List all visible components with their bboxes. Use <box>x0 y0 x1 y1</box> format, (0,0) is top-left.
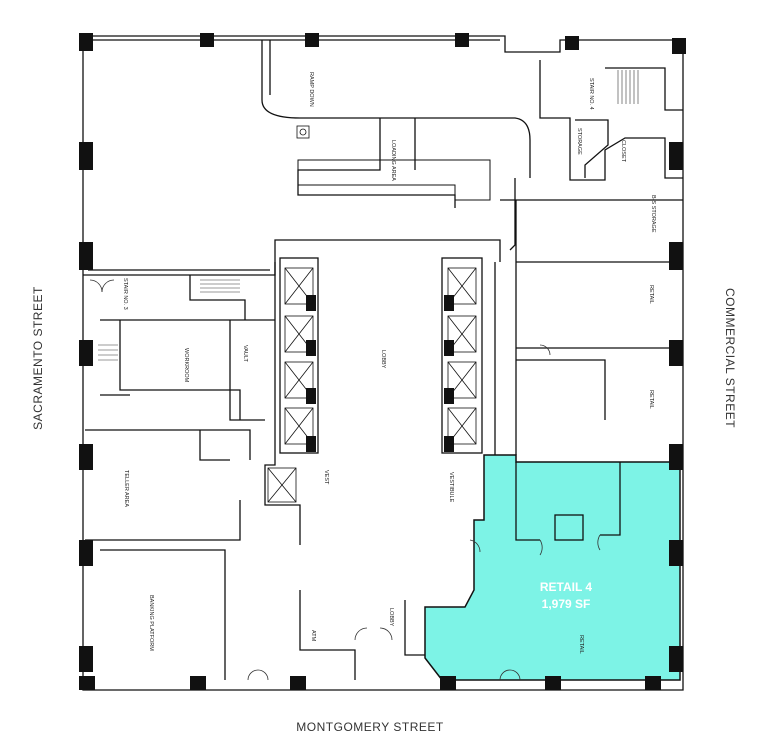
street-label-right: COMMERCIAL STREET <box>723 287 737 429</box>
room-storage: STORAGE <box>576 128 582 155</box>
retail-4-area-text: 1,979 SF <box>542 597 591 611</box>
room-vault: VAULT <box>242 345 248 363</box>
room-labels: RAMP DOWN STAIR NO. 4 STORAGE CLOSET LOA… <box>122 72 656 654</box>
street-label-bottom: MONTGOMERY STREET <box>296 720 444 734</box>
retail-4-name: RETAIL 4 <box>540 580 593 594</box>
retail-4-label: RETAIL 4 1,979 SF <box>540 580 593 611</box>
retail-4-area[interactable] <box>424 454 681 681</box>
room-banking: BANKING PLATFORM <box>148 595 154 651</box>
room-stair-3: STAIR NO. 3 <box>122 278 128 310</box>
room-retail-b: RETAIL <box>648 390 654 409</box>
room-lobby: LOBBY <box>380 350 386 369</box>
stair-treads <box>98 70 639 361</box>
room-closet: CLOSET <box>620 140 626 163</box>
room-atm: ATM <box>310 630 316 642</box>
room-vest: VEST <box>323 470 329 485</box>
room-loading: LOADING AREA <box>390 140 396 181</box>
street-label-left: SACRAMENTO STREET <box>31 286 45 430</box>
room-bs-storage: B-S STORAGE <box>650 195 656 233</box>
room-workroom: WORKROOM <box>183 348 189 383</box>
room-retail-a: RETAIL <box>648 285 654 304</box>
room-lobby-2: LOBBY <box>388 608 394 627</box>
accessibility-icon <box>296 125 310 139</box>
doors <box>89 279 601 681</box>
room-vestibule: VESTIBULE <box>448 472 454 503</box>
walls <box>82 35 684 691</box>
room-ramp: RAMP DOWN <box>308 72 314 107</box>
columns <box>79 33 686 690</box>
room-stair-4: STAIR NO. 4 <box>588 78 594 110</box>
elevators <box>267 267 477 503</box>
room-teller: TELLER AREA <box>123 470 129 507</box>
room-retail-c: RETAIL <box>578 635 584 654</box>
